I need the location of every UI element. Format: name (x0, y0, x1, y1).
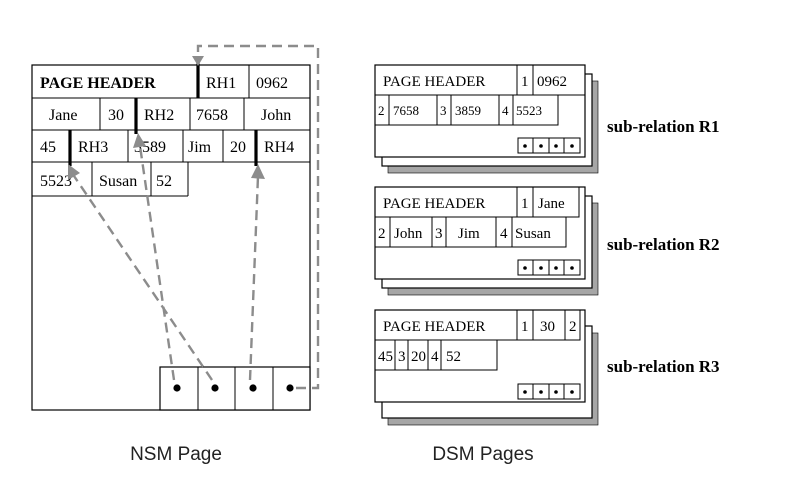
dsm-page-r3: PAGE HEADER 1 30 2 45 3 20 4 52 sub-rela… (374, 309, 720, 426)
dsm-page-front (374, 64, 586, 158)
dsm-cell: 20 (411, 349, 426, 365)
dsm-cell: 1 (521, 319, 529, 335)
pointer-slot3-rh4 (248, 175, 260, 381)
dsm-cell: 2 (378, 103, 385, 118)
dsm-page-header: PAGE HEADER (383, 196, 485, 212)
slot-dot (286, 384, 294, 392)
dsm-slot-array (517, 137, 581, 154)
dsm-cell: 7658 (393, 103, 419, 118)
dsm-slot-array (517, 259, 581, 276)
dsm-page-header: PAGE HEADER (383, 319, 485, 335)
nsm-cell: Susan (99, 173, 137, 190)
dsm-cell: John (394, 226, 423, 242)
nsm-cell: 5523 (40, 173, 72, 190)
dsm-cell: 4 (431, 349, 439, 365)
dsm-cell: 3 (398, 349, 406, 365)
slot-array (159, 366, 311, 411)
dsm-cell: 3 (435, 226, 443, 242)
dsm-page-r1: PAGE HEADER 1 0962 2 7658 3 3859 4 5523 … (374, 64, 720, 174)
nsm-cell: 7658 (196, 107, 228, 124)
dsm-cell: 3 (440, 103, 447, 118)
nsm-cell: 52 (156, 173, 172, 190)
pointer-slot4-rh1 (196, 44, 320, 390)
nsm-cell: 20 (230, 139, 246, 156)
dsm-cell: 2 (378, 226, 386, 242)
nsm-cell: Jane (49, 107, 77, 124)
dsm-cell: Jane (538, 196, 565, 212)
nsm-cell: John (261, 107, 291, 124)
dsm-slot-array (517, 383, 581, 400)
dsm-page-front (374, 309, 586, 403)
nsm-page-header: PAGE HEADER (40, 75, 156, 92)
nsm-cell: RH1 (206, 75, 236, 92)
dsm-cell: 4 (502, 103, 509, 118)
sub-relation-label: sub-relation R3 (607, 357, 720, 376)
dsm-cell: 52 (446, 349, 461, 365)
slot-dot (249, 384, 257, 392)
dsm-cell: Jim (458, 226, 480, 242)
dsm-cell: 1 (521, 196, 529, 212)
sub-relation-label: sub-relation R1 (607, 117, 720, 136)
nsm-cell: 30 (108, 107, 124, 124)
dsm-cell: 5523 (516, 103, 542, 118)
dsm-cell: 45 (378, 349, 393, 365)
nsm-page-frame (31, 64, 311, 411)
nsm-cell: RH4 (264, 139, 294, 156)
dsm-cell: 0962 (537, 74, 567, 90)
slot-dot (211, 384, 219, 392)
dsm-page-front (374, 186, 586, 280)
slot-dot (173, 384, 181, 392)
dsm-cell: 30 (540, 319, 555, 335)
pointer-slot2-rh3 (73, 175, 213, 381)
dsm-cell: Susan (515, 226, 551, 242)
nsm-cell: 0962 (256, 75, 288, 92)
pointer-slot1-rh2 (138, 145, 176, 381)
dsm-page-header: PAGE HEADER (383, 74, 485, 90)
slot-pointers (68, 44, 320, 390)
sub-relation-label: sub-relation R2 (607, 235, 720, 254)
dsm-cell: 3859 (455, 103, 481, 118)
nsm-cell: RH3 (78, 139, 108, 156)
nsm-page: PAGE HEADER RH1 0962 Jane 30 RH2 7658 Jo… (31, 44, 320, 411)
dsm-cell: 1 (521, 74, 529, 90)
dsm-cell: 2 (569, 319, 577, 335)
dsm-caption: DSM Pages (432, 444, 533, 465)
nsm-cell: Jim (188, 139, 212, 156)
nsm-cell: RH2 (144, 107, 174, 124)
nsm-cell: 45 (40, 139, 56, 156)
dsm-cell: 4 (500, 226, 508, 242)
dsm-page-r2: PAGE HEADER 1 Jane 2 John 3 Jim 4 Susan … (374, 186, 720, 296)
nsm-caption: NSM Page (130, 444, 222, 465)
